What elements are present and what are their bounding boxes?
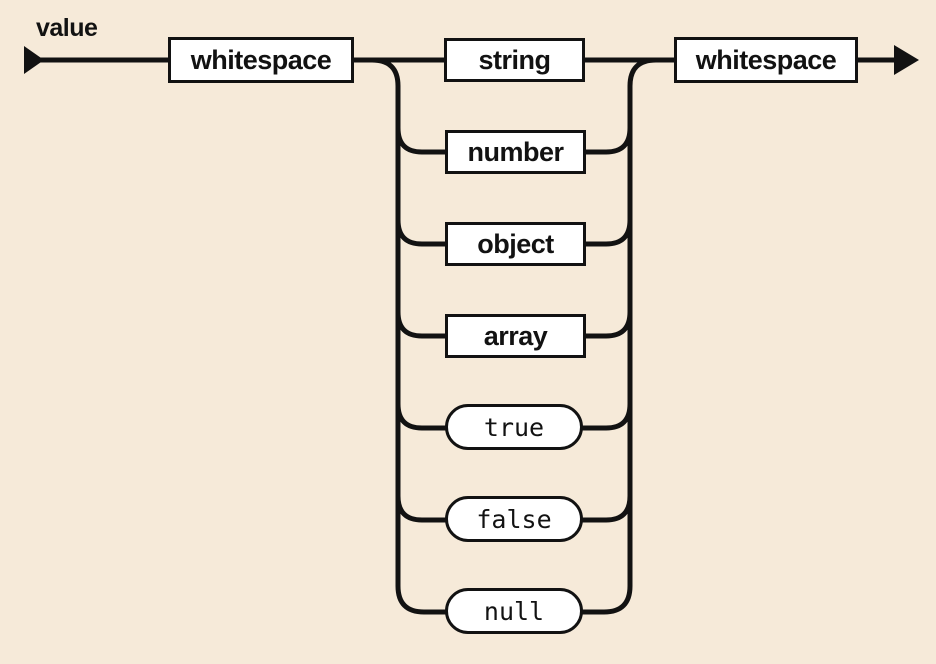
left-stub-false: [395, 495, 450, 523]
node-number: number: [445, 130, 586, 174]
node-string: string: [444, 38, 585, 82]
node-whitespace-right: whitespace: [674, 37, 858, 83]
left-stub-array: [395, 311, 450, 339]
node-null: null: [445, 588, 583, 634]
right-stub-object: [578, 219, 633, 247]
node-array: array: [445, 314, 586, 358]
rule-label: value: [36, 14, 98, 42]
start-arrow-icon: [24, 46, 44, 74]
node-false: false: [445, 496, 583, 542]
left-branch-rail: [371, 57, 450, 615]
node-true: true: [445, 404, 583, 450]
right-stub-number: [578, 127, 633, 155]
right-branch-rail: [578, 57, 680, 615]
node-object: object: [445, 222, 586, 266]
left-stub-number: [395, 127, 450, 155]
node-whitespace-left: whitespace: [168, 37, 354, 83]
right-stub-false: [578, 495, 633, 523]
end-arrow-icon: [894, 45, 919, 75]
right-stub-array: [578, 311, 633, 339]
left-stub-true: [395, 403, 450, 431]
right-stub-true: [578, 403, 633, 431]
left-stub-object: [395, 219, 450, 247]
